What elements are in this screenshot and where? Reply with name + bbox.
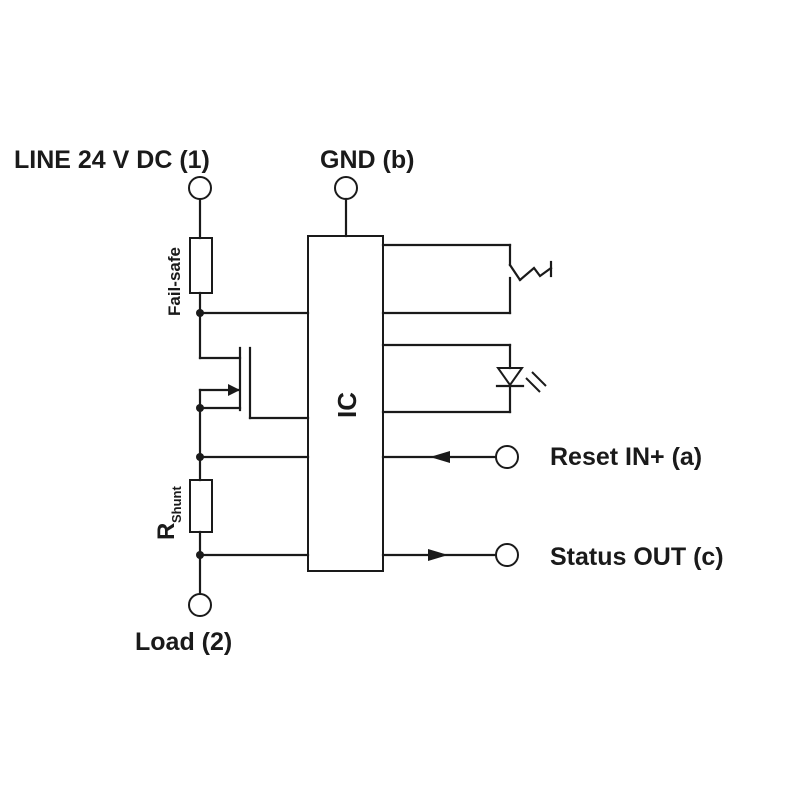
led-light-ray xyxy=(531,371,547,387)
load-terminal-label: Load (2) xyxy=(135,628,232,656)
reset-terminal-label: Reset IN+ (a) xyxy=(550,443,702,471)
contact-actuator xyxy=(518,266,553,282)
fail-safe-label: Fail-safe xyxy=(165,247,184,316)
ic-label: IC xyxy=(332,392,362,418)
gnd-terminal-label: GND (b) xyxy=(320,146,414,174)
line-terminal[interactable] xyxy=(188,176,212,200)
shunt-subscript: Shunt xyxy=(169,486,184,523)
line-terminal-label: LINE 24 V DC (1) xyxy=(14,146,210,174)
status-terminal-label: Status OUT (c) xyxy=(550,543,724,571)
led-diode xyxy=(496,367,524,387)
status-terminal[interactable] xyxy=(495,543,519,567)
gnd-terminal[interactable] xyxy=(334,176,358,200)
shunt-label: R xyxy=(153,523,180,540)
status-arrow xyxy=(428,549,448,561)
junction-dot xyxy=(196,404,204,412)
contact-switch xyxy=(508,263,522,282)
load-terminal[interactable] xyxy=(188,593,212,617)
mosfet-arrow xyxy=(228,384,240,396)
shunt-resistor xyxy=(189,479,213,533)
fail-safe-fuse xyxy=(189,237,213,294)
led-light-ray xyxy=(525,377,541,393)
reset-terminal[interactable] xyxy=(495,445,519,469)
reset-arrow xyxy=(430,451,450,463)
